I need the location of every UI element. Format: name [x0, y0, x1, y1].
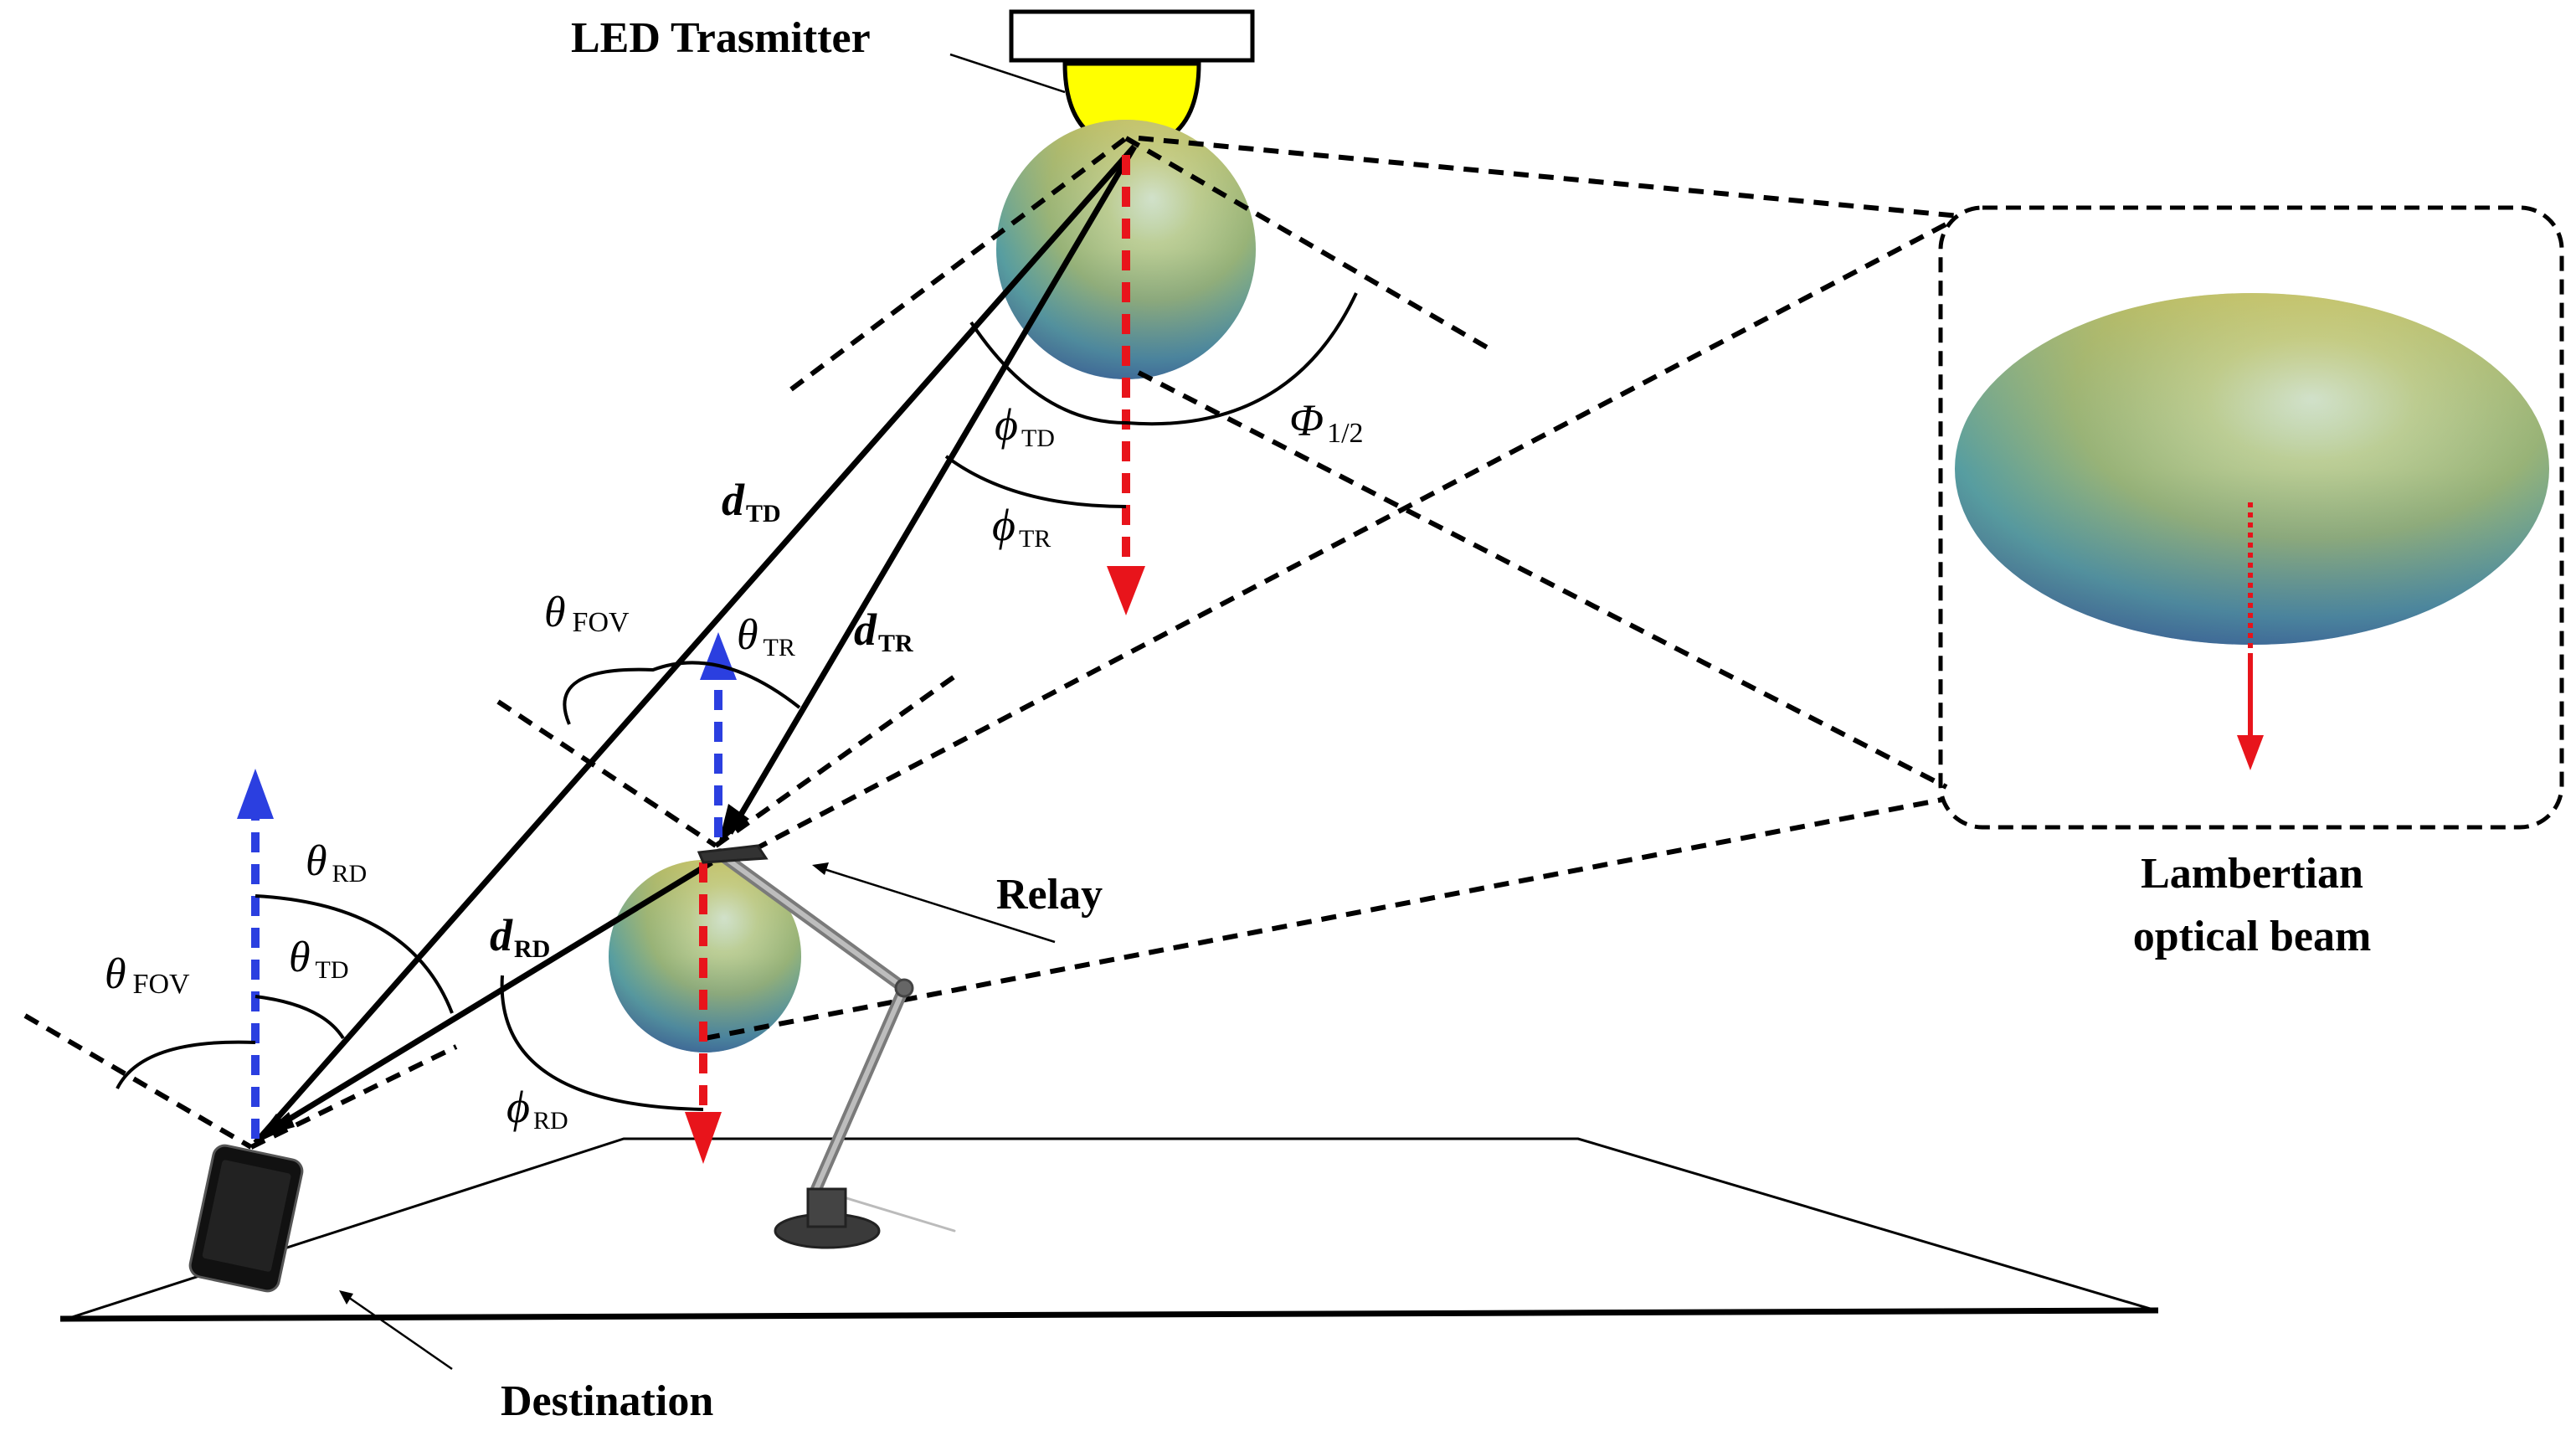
relay-label: Relay — [996, 871, 1103, 919]
lambertian-label: Lambertian — [2141, 850, 2363, 898]
lambertian-beam-ellipse — [1955, 293, 2549, 645]
relay-beam-sphere — [609, 860, 801, 1053]
inset-box — [1938, 205, 2564, 830]
tr-arrowhead — [718, 804, 749, 844]
receiver-normal-lines — [251, 678, 722, 1139]
desk-lamp-relay — [697, 844, 956, 1249]
emission-axis-lines — [699, 155, 1130, 1114]
destination-normal-arrowhead — [237, 769, 274, 819]
label-pointers — [342, 53, 1066, 1371]
d-td-label: dTD — [722, 475, 781, 528]
transmitter-emission-arrowhead — [1107, 566, 1145, 615]
relay-emission-arrowhead — [685, 1112, 722, 1164]
angle-arcs — [116, 292, 1358, 1111]
floor-front-edge — [59, 1307, 2159, 1322]
optical-beam-label: optical beam — [2133, 913, 2372, 960]
link-lines — [253, 144, 1138, 1145]
smartphone-destination — [188, 1144, 304, 1293]
destination-label: Destination — [501, 1377, 713, 1425]
destination-pointer-head — [339, 1290, 353, 1305]
floor-plane — [66, 1137, 2157, 1320]
projection-lines — [23, 136, 1960, 1150]
d-tr-label: dTR — [854, 605, 913, 657]
led-housing — [1009, 9, 1255, 63]
led-transmitter-label: LED Trasmitter — [571, 14, 871, 62]
rd-arrowhead — [261, 1112, 295, 1136]
d-rd-label: dRD — [490, 910, 550, 963]
relay-normal-arrowhead — [700, 632, 737, 680]
inset-arrowhead — [2237, 735, 2264, 770]
relay-pointer-head — [812, 862, 829, 875]
